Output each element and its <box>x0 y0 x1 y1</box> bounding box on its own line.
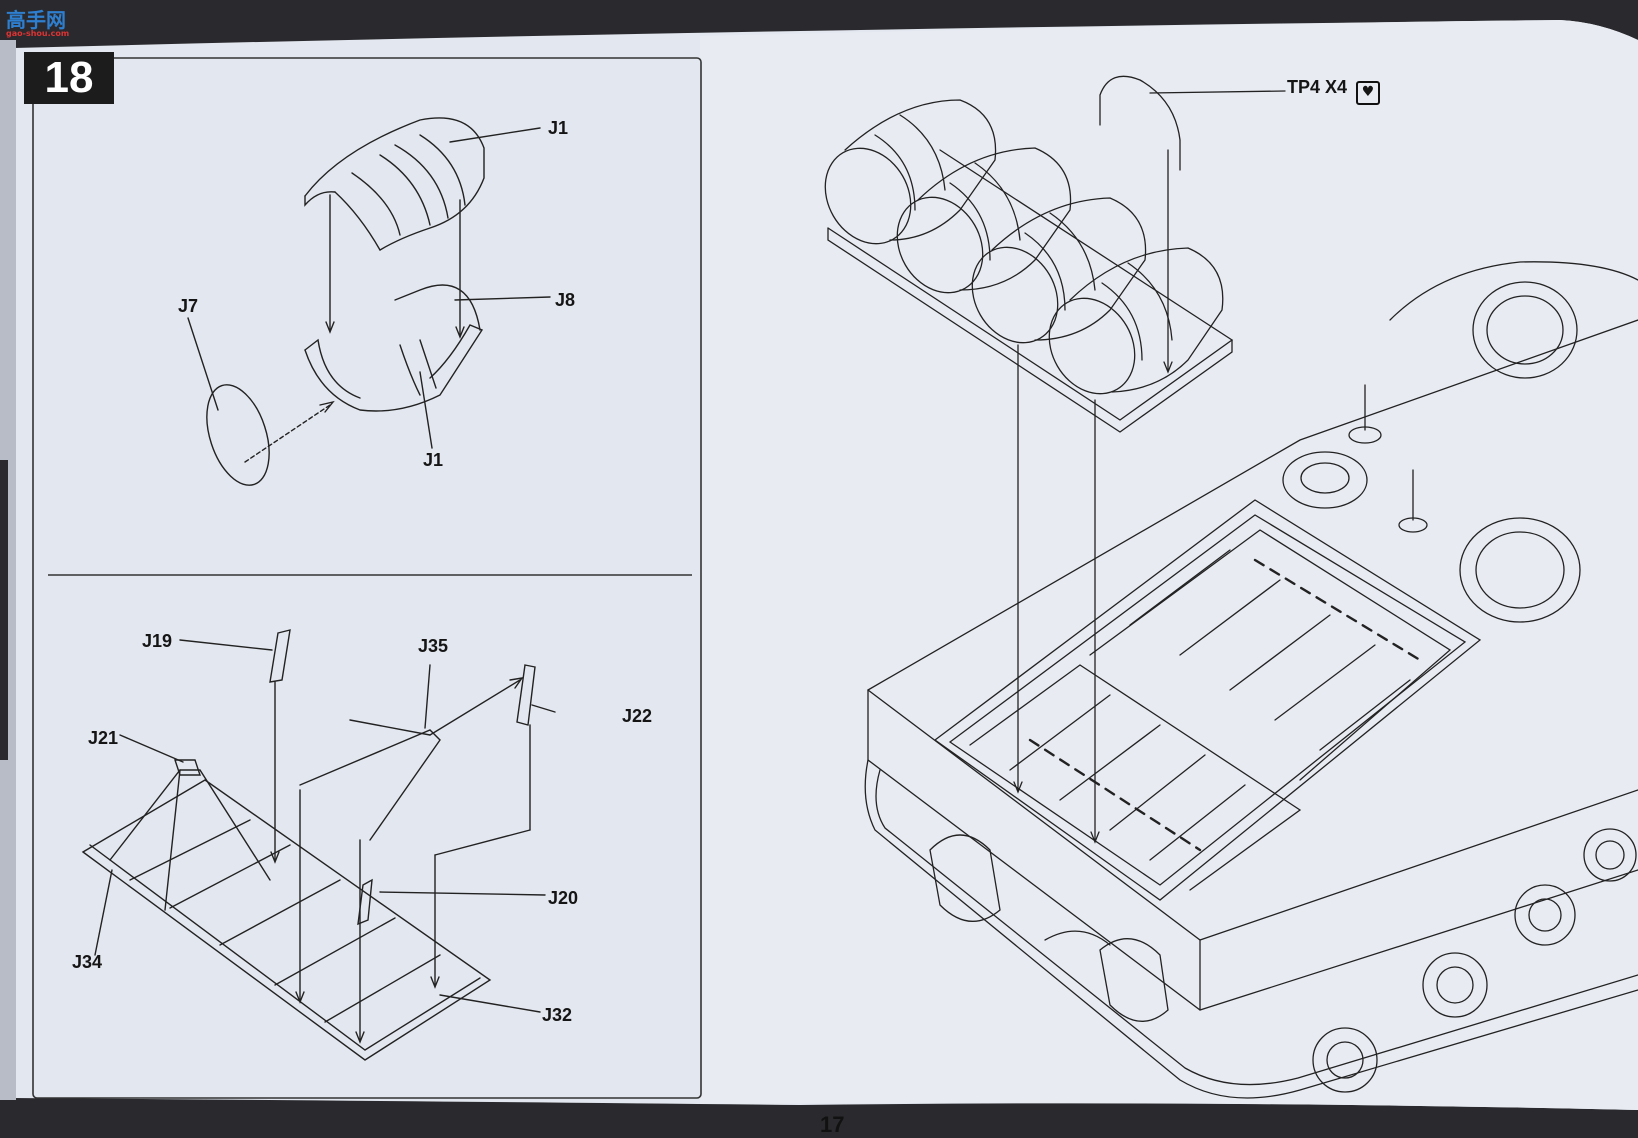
part-label-j20: J20 <box>548 888 579 908</box>
site-watermark: 高手网 gao-shou.com <box>6 4 69 38</box>
part-label-j7: J7 <box>178 296 199 316</box>
watermark-text: 高手网 <box>6 8 66 32</box>
part-label-j1-bottom: J1 <box>423 450 444 470</box>
part-label-j32: J32 <box>542 1005 573 1025</box>
part-label-j34: J34 <box>72 952 103 972</box>
part-label-j22: J22 <box>622 706 653 726</box>
broken-heart-icon: ♥ <box>1356 81 1381 105</box>
page-number: 17 <box>820 1112 845 1137</box>
tp4-text: TP4 X4 <box>1287 77 1348 97</box>
part-label-j21: J21 <box>88 728 119 748</box>
part-label-j1-top: J1 <box>548 118 569 138</box>
part-label-j19: J19 <box>142 631 173 651</box>
part-label-j35: J35 <box>418 636 449 656</box>
step-number-box: 18 <box>24 52 114 104</box>
part-label-j8: J8 <box>555 290 576 310</box>
part-label-tp4: TP4 X4 ♥ <box>1287 77 1381 105</box>
watermark-url: gao-shou.com <box>6 29 70 38</box>
left-panel-frame <box>32 57 702 1099</box>
